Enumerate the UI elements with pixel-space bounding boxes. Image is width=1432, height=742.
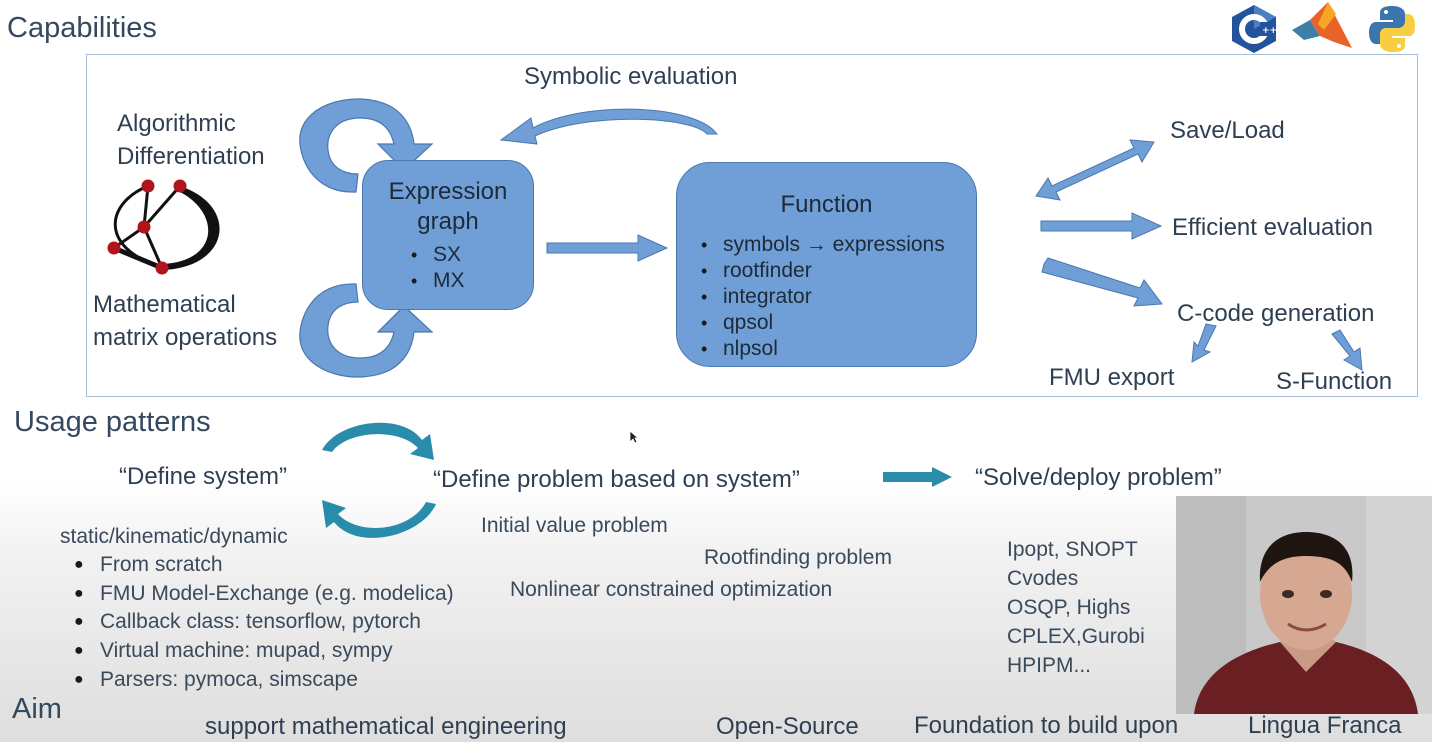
function-item: •nlpsol xyxy=(701,337,778,360)
symbolic-evaluation-label: Symbolic evaluation xyxy=(524,63,738,90)
matrix-ops-label-line2: matrix operations xyxy=(93,324,278,351)
capabilities-frame xyxy=(86,54,1418,397)
function-box: Function •symbols → expressions •rootfin… xyxy=(676,162,977,367)
define-system-label: “Define system” xyxy=(119,463,288,490)
solver-item: Ipopt, SNOPT xyxy=(1007,538,1138,561)
fmu-export-arrow xyxy=(1191,323,1217,363)
expression-graph-item: •SX xyxy=(411,243,462,266)
system-item: ●Callback class: tensorflow, pytorch xyxy=(74,610,421,634)
expression-graph-item: •MX xyxy=(411,269,465,292)
system-heading: static/kinematic/dynamic xyxy=(60,525,288,548)
python-logo xyxy=(1369,6,1415,52)
system-item: ●Virtual machine: mupad, sympy xyxy=(74,639,393,663)
expression-to-function-arrow xyxy=(546,234,669,262)
aim-item: Lingua Franca xyxy=(1248,712,1402,739)
solver-item: OSQP, Highs xyxy=(1007,596,1131,619)
symbolic-evaluation-arrow xyxy=(499,108,718,145)
system-item: ●From scratch xyxy=(74,553,223,576)
matrix-ops-label-line1: Mathematical xyxy=(93,291,236,318)
svg-text:++: ++ xyxy=(1262,26,1277,36)
expression-graph-title-line2: graph xyxy=(417,208,479,235)
define-to-solve-arrow xyxy=(883,467,952,487)
efficient-evaluation-arrow xyxy=(1040,212,1163,240)
system-item: ●FMU Model-Exchange (e.g. modelica) xyxy=(74,581,454,605)
matlab-logo xyxy=(1292,2,1352,48)
algorithmic-label-line2: Differentiation xyxy=(117,143,265,170)
problem-rootfinding: Rootfinding problem xyxy=(704,546,892,569)
algorithmic-label-line1: Algorithmic xyxy=(117,110,236,137)
function-title: Function xyxy=(780,191,873,218)
save-load-label: Save/Load xyxy=(1170,117,1285,144)
solver-item: HPIPM... xyxy=(1007,654,1092,677)
expression-graph-title-line1: Expression xyxy=(388,178,508,205)
problem-nlp: Nonlinear constrained optimization xyxy=(510,578,833,601)
c-code-arrow xyxy=(1041,257,1163,307)
define-system-forward-arrow xyxy=(322,422,434,460)
c-code-generation-label: C-code generation xyxy=(1177,300,1375,327)
expression-graph-box: Expression graph •SX •MX xyxy=(362,160,534,310)
expression-graph-icon xyxy=(107,179,220,275)
problem-ivp: Initial value problem xyxy=(481,514,668,537)
usage-patterns-title: Usage patterns xyxy=(14,406,211,438)
aim-item: support mathematical engineering xyxy=(205,713,567,740)
efficient-evaluation-label: Efficient evaluation xyxy=(1172,214,1374,241)
s-function-arrow xyxy=(1331,329,1363,371)
ad-loop-arrow xyxy=(299,98,434,193)
capabilities-title: Capabilities xyxy=(7,12,157,44)
function-item: •rootfinder xyxy=(701,259,812,282)
system-item: ●Parsers: pymoca, simscape xyxy=(74,667,358,691)
presenter-webcam xyxy=(1176,496,1432,714)
function-item: •integrator xyxy=(701,285,812,308)
define-system-back-arrow xyxy=(322,500,436,538)
function-item: •symbols → expressions xyxy=(701,233,945,256)
aim-item: Foundation to build upon xyxy=(914,712,1179,739)
matrix-loop-arrow xyxy=(299,283,434,378)
solve-deploy-label: “Solve/deploy problem” xyxy=(975,464,1222,491)
mouse-cursor-icon xyxy=(629,430,640,444)
function-item: •qpsol xyxy=(701,311,774,334)
s-function-label: S-Function xyxy=(1276,368,1393,395)
solver-item: Cvodes xyxy=(1007,567,1079,590)
solver-item: CPLEX,Gurobi xyxy=(1007,625,1145,648)
save-load-arrow xyxy=(1035,139,1155,201)
aim-item: Open-Source xyxy=(716,713,859,740)
aim-title: Aim xyxy=(12,693,62,725)
cpp-logo: ++ xyxy=(1232,5,1277,53)
define-problem-label: “Define problem based on system” xyxy=(433,466,800,493)
fmu-export-label: FMU export xyxy=(1049,364,1175,391)
